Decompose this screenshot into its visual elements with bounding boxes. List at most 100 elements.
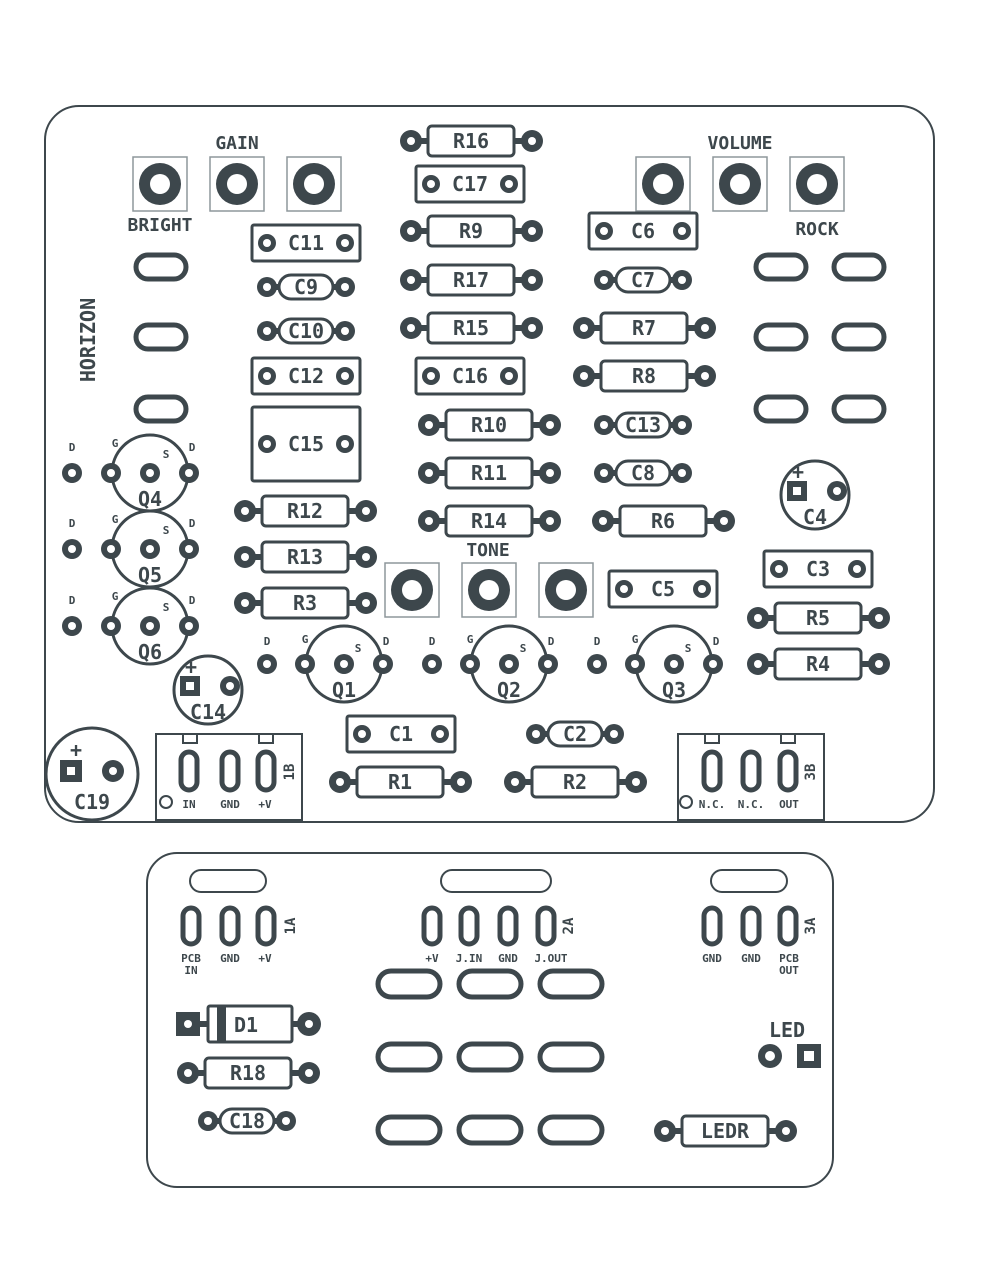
svg-text:OUT: OUT: [779, 798, 799, 811]
board-name: HORIZON: [76, 298, 100, 382]
svg-text:R14: R14: [471, 509, 507, 533]
header-3a: GND GND PCB OUT 3A: [701, 905, 819, 977]
pot-volume: VOLUME: [635, 133, 845, 212]
resistor-r12: R12: [234, 494, 377, 528]
pot-bright-label: BRIGHT: [127, 215, 192, 236]
footswitch-pads: [375, 968, 605, 1146]
svg-text:R11: R11: [471, 461, 507, 485]
resistor-r9: R9: [400, 214, 543, 248]
svg-text:C17: C17: [452, 172, 488, 196]
led: LED: [758, 1018, 821, 1068]
resistor-r8: R8: [573, 359, 716, 393]
svg-text:C11: C11: [288, 231, 324, 255]
resistor-r2: R2: [504, 765, 647, 799]
svg-text:D: D: [429, 635, 436, 648]
svg-text:C3: C3: [806, 557, 830, 581]
svg-text:C1: C1: [389, 722, 413, 746]
main-board-outline: [44, 105, 935, 823]
resistor-r18: R18: [177, 1056, 320, 1090]
capacitor-c2: C2: [526, 720, 624, 748]
svg-text:+: +: [70, 738, 82, 762]
svg-text:R1: R1: [388, 770, 412, 794]
svg-text:LEDR: LEDR: [701, 1119, 750, 1143]
resistor-r15: R15: [400, 311, 543, 345]
resistor-r17: R17: [400, 263, 543, 297]
svg-text:C9: C9: [294, 275, 318, 299]
svg-text:D: D: [383, 635, 390, 648]
pot-gain-label: GAIN: [215, 133, 258, 154]
resistor-r14: R14: [418, 504, 561, 538]
svg-text:C14: C14: [190, 700, 226, 724]
capacitor-c6: C6: [587, 211, 699, 251]
svg-text:+: +: [792, 460, 804, 484]
svg-text:S: S: [163, 448, 170, 461]
jfet-q4: D G S D Q4: [62, 433, 199, 513]
svg-text:+: +: [185, 655, 197, 679]
bright-switch-pads: [133, 252, 189, 424]
svg-text:Q6: Q6: [138, 640, 162, 664]
svg-text:C10: C10: [288, 319, 324, 343]
svg-text:R2: R2: [563, 770, 587, 794]
header-1a: PCB IN GND +V 1A: [180, 905, 299, 977]
svg-text:R6: R6: [651, 509, 675, 533]
svg-text:R15: R15: [453, 316, 489, 340]
svg-text:IN: IN: [182, 798, 195, 811]
pot-tone: TONE: [384, 540, 594, 618]
svg-text:G: G: [112, 437, 119, 450]
svg-text:J.IN: J.IN: [456, 952, 483, 965]
svg-text:D1: D1: [234, 1013, 258, 1037]
svg-text:D: D: [189, 441, 196, 454]
header-1b: IN GND +V 1B: [155, 733, 303, 821]
svg-text:C12: C12: [288, 364, 324, 388]
svg-text:R4: R4: [806, 652, 830, 676]
svg-text:+V: +V: [425, 952, 439, 965]
capacitor-c15: C15: [250, 405, 362, 483]
pot-volume-label: VOLUME: [707, 133, 772, 154]
svg-text:1A: 1A: [283, 917, 299, 934]
resistor-r1: R1: [329, 765, 472, 799]
svg-text:N.C.: N.C.: [738, 798, 765, 811]
capacitor-c5: C5: [607, 569, 719, 609]
svg-text:Q1: Q1: [332, 678, 356, 702]
diode-d1: D1: [176, 1004, 321, 1044]
svg-text:C18: C18: [229, 1109, 265, 1133]
resistor-r5: R5: [747, 601, 890, 635]
svg-text:C6: C6: [631, 219, 655, 243]
resistor-r3: R3: [234, 586, 377, 620]
svg-text:S: S: [355, 642, 362, 655]
svg-text:R3: R3: [293, 591, 317, 615]
resistor-r10: R10: [418, 408, 561, 442]
resistor-r16: R16: [400, 124, 543, 158]
svg-text:D: D: [69, 594, 76, 607]
svg-text:S: S: [520, 642, 527, 655]
svg-text:R8: R8: [632, 364, 656, 388]
svg-text:G: G: [112, 513, 119, 526]
capacitor-c16: C16: [414, 356, 526, 396]
resistor-r13: R13: [234, 540, 377, 574]
svg-text:3B: 3B: [803, 764, 819, 781]
capacitor-c19: + C19: [44, 726, 140, 822]
svg-text:GND: GND: [741, 952, 761, 965]
svg-text:D: D: [69, 441, 76, 454]
svg-text:G: G: [467, 633, 474, 646]
svg-text:R10: R10: [471, 413, 507, 437]
svg-text:R13: R13: [287, 545, 323, 569]
svg-text:J.OUT: J.OUT: [534, 952, 567, 965]
svg-text:D: D: [264, 635, 271, 648]
resistor-ledr: LEDR: [654, 1114, 797, 1148]
mounting-slots: [189, 869, 788, 893]
svg-text:LED: LED: [769, 1018, 805, 1042]
svg-text:3A: 3A: [803, 917, 819, 934]
svg-text:Q3: Q3: [662, 678, 686, 702]
jfet-q2: D G S D Q2: [422, 624, 558, 704]
svg-text:C19: C19: [74, 790, 110, 814]
jfet-q1: D G S D Q1: [257, 624, 393, 704]
svg-text:2A: 2A: [561, 917, 577, 934]
svg-text:Q5: Q5: [138, 563, 162, 587]
resistor-r7: R7: [573, 311, 716, 345]
svg-text:D: D: [548, 635, 555, 648]
resistor-r11: R11: [418, 456, 561, 490]
header-3b: N.C. N.C. OUT 3B: [677, 733, 825, 821]
svg-text:GND: GND: [220, 952, 240, 965]
jfet-q5: D G S D Q5: [62, 509, 199, 589]
